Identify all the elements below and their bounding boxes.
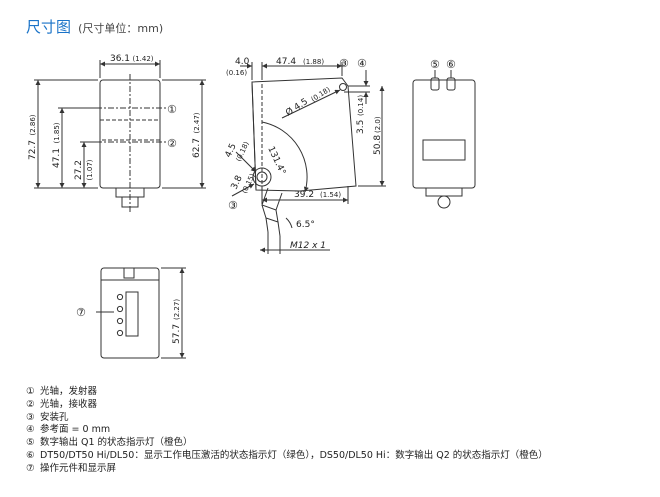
angle-small: 6.5° <box>296 220 315 230</box>
angle-main: 131.4° <box>265 145 287 177</box>
back-connector <box>437 195 451 209</box>
dim-front-width-in: (1.42) <box>132 55 153 63</box>
dim-474: 47.4 <box>276 57 296 67</box>
button-4 <box>116 329 124 337</box>
dim-total-height: 72.7 <box>28 140 38 160</box>
legend-item: ① 光轴，发射器 <box>26 386 548 399</box>
marker-2: ② <box>167 137 177 150</box>
side-view <box>231 62 386 254</box>
dim-38-in: (0.15) <box>241 172 257 195</box>
dim-392-in: (1.54) <box>320 191 341 199</box>
dim-40: 4.0 <box>235 57 250 67</box>
dim-577: 57.7 <box>172 324 182 344</box>
dim-hole-diameter-in: (0.18) <box>310 85 332 103</box>
dim-508: 50.8 <box>373 135 383 155</box>
title-main: 尺寸图 <box>26 18 72 36</box>
back-view <box>412 70 476 209</box>
side-housing <box>251 77 357 192</box>
legend-marker: ③ <box>26 411 35 423</box>
button-2 <box>116 305 124 313</box>
bottom-tab <box>123 267 135 279</box>
title-unit: (尺寸单位：mm) <box>78 22 164 35</box>
back-label-window <box>422 139 466 161</box>
legend-item: ⑥ DT50/DT50 Hi/DL50：显示工作电压激活的状态指示灯（绿色），DS… <box>26 450 548 463</box>
legend-text: 数字输出 Q1 的状态指示灯（橙色） <box>40 437 193 449</box>
legend-text: 光轴，接收器 <box>40 398 98 410</box>
dim-474-in: (1.88) <box>303 58 324 66</box>
marker-4: ④ <box>357 57 367 70</box>
legend-marker: ⑦ <box>26 462 35 474</box>
dim-471-in: (1.85) <box>53 122 61 143</box>
dim-35-in: (0.14) <box>357 95 365 116</box>
legend: ① 光轴，发射器 ② 光轴，接收器 ③ 安装孔 ④ 参考面 = 0 mm ⑤ 数字输出 Q… <box>26 386 548 476</box>
display-window <box>125 291 139 337</box>
marker-5: ⑤ <box>430 58 440 71</box>
dim-hole-diameter: Ø 4.5 <box>284 96 310 118</box>
mounting-hole <box>256 171 268 183</box>
reference-hole <box>339 83 347 91</box>
dim-392: 39.2 <box>294 190 314 200</box>
marker-7: ⑦ <box>76 306 86 319</box>
legend-item: ⑦ 操作元件和显示屏 <box>26 463 548 476</box>
legend-item: ④ 参考面 = 0 mm <box>26 424 548 437</box>
dim-total-height-in: (2.86) <box>29 114 37 135</box>
button-1 <box>116 293 124 301</box>
marker-1: ① <box>167 103 177 116</box>
legend-text: 操作元件和显示屏 <box>40 462 117 474</box>
back-connector-base <box>425 187 463 197</box>
dim-272-in: (1.07) <box>86 159 94 180</box>
bottom-housing <box>100 267 160 359</box>
dim-627-in: (2.47) <box>193 112 201 133</box>
legend-text: 光轴，发射器 <box>40 386 98 397</box>
dim-40-in: (0.16) <box>226 69 247 77</box>
button-3 <box>116 317 124 325</box>
thread-spec: M12 x 1 <box>290 241 326 251</box>
legend-marker: ⑤ <box>26 437 35 449</box>
legend-marker: ④ <box>26 424 35 436</box>
legend-marker: ⑥ <box>26 449 35 461</box>
back-housing <box>412 79 476 189</box>
legend-item: ⑤ 数字输出 Q1 的状态指示灯（橙色） <box>26 437 548 450</box>
marker-3-top: ③ <box>339 57 349 70</box>
legend-text: 安装孔 <box>40 411 69 423</box>
legend-marker: ② <box>26 398 35 410</box>
dim-577-in: (2.27) <box>173 299 181 320</box>
legend-marker: ① <box>26 386 35 397</box>
side-connector <box>261 187 283 211</box>
dim-35: 3.5 <box>356 120 366 134</box>
legend-text: 参考面 = 0 mm <box>40 424 111 436</box>
legend-item: ② 光轴，接收器 <box>26 399 548 412</box>
dim-508-in: (2.0) <box>374 116 382 133</box>
legend-text: DT50/DT50 Hi/DL50：显示工作电压激活的状态指示灯（绿色），DS5… <box>40 449 548 461</box>
dim-front-width: 36.1 <box>110 54 130 64</box>
dim-45-in: (0.18) <box>235 140 251 163</box>
dim-471: 47.1 <box>52 148 62 168</box>
bottom-view <box>96 267 186 359</box>
marker-3: ③ <box>228 199 238 212</box>
marker-6: ⑥ <box>446 58 456 71</box>
dim-272: 27.2 <box>74 160 84 180</box>
dim-627: 62.7 <box>192 138 202 158</box>
legend-item: ③ 安装孔 <box>26 412 548 425</box>
front-view <box>34 60 206 212</box>
page-title: 尺寸图 (尺寸单位：mm) <box>26 16 163 37</box>
